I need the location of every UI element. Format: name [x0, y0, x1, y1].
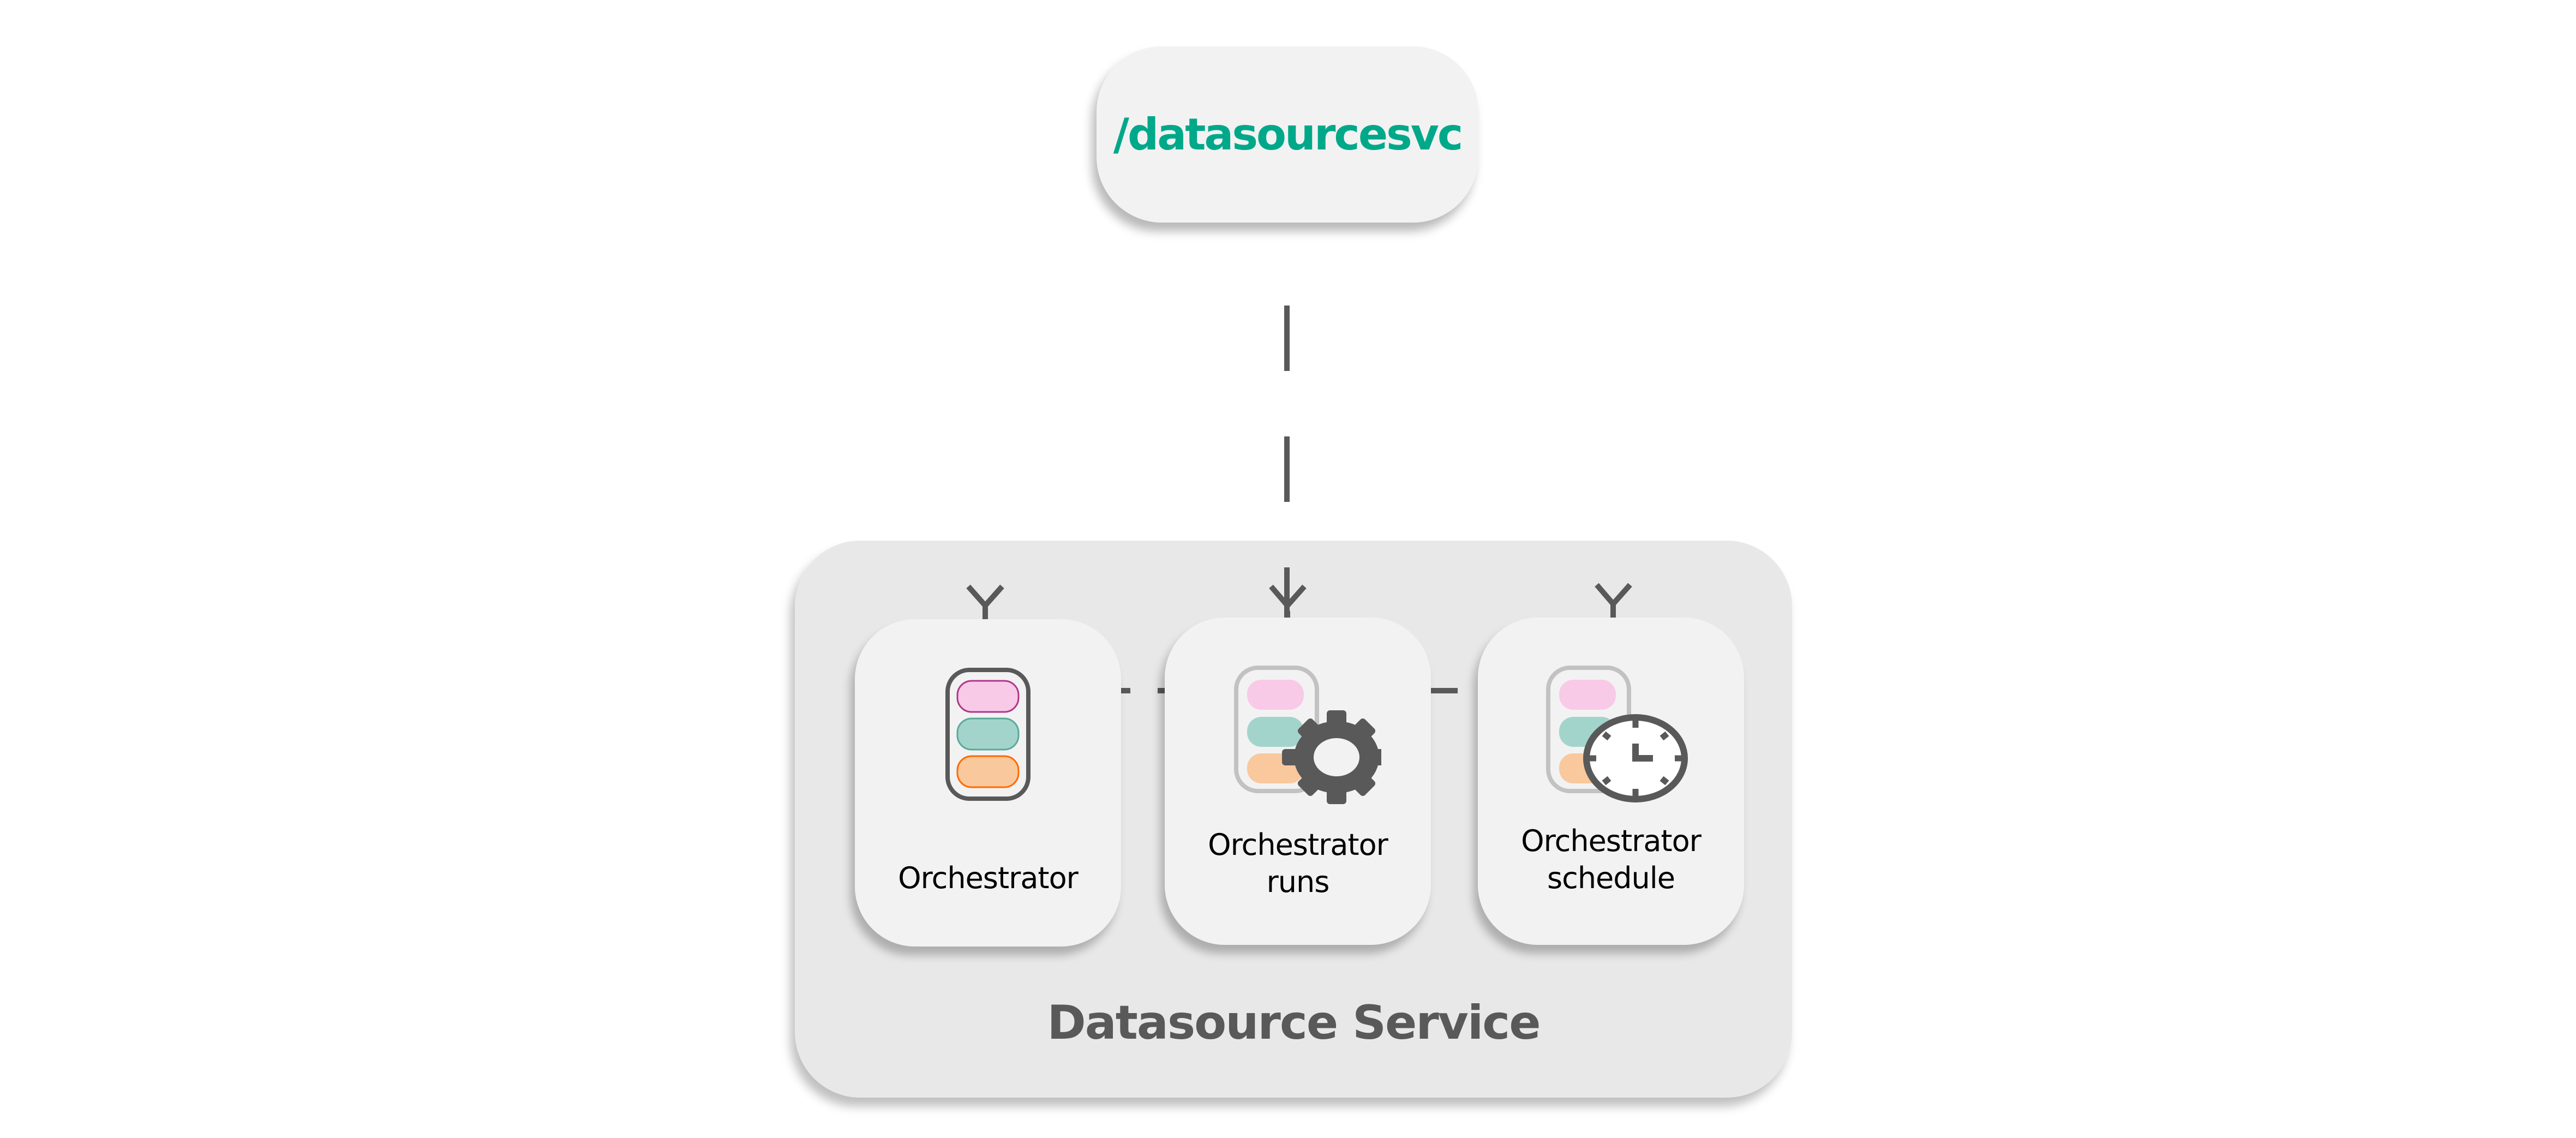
endpoint-label: /datasourcesvc: [1113, 109, 1464, 160]
orchestrator-schedule-icon: [1546, 666, 1688, 802]
component-label-line2: runs: [1266, 865, 1330, 899]
component-label-line1: Orchestrator: [1208, 828, 1388, 862]
component-label-line2: schedule: [1547, 861, 1675, 895]
orchestrator-runs-icon: [1234, 666, 1381, 804]
component-card-orchestrator[interactable]: Orchestrator: [855, 619, 1121, 947]
component-label: Orchestrator: [898, 861, 1079, 895]
arrowhead-middle: [1269, 584, 1307, 610]
component-label-line1: Orchestrator: [1521, 824, 1702, 858]
arrowhead-left: [966, 584, 1004, 610]
clock-icon: [1583, 714, 1688, 802]
component-card-orchestrator-runs[interactable]: Orchestrator runs: [1165, 618, 1431, 945]
orchestrator-stack-icon: [945, 668, 1031, 801]
service-title: Datasource Service: [1047, 996, 1541, 1050]
arrowhead-right: [1595, 583, 1632, 608]
component-card-orchestrator-schedule[interactable]: Orchestrator schedule: [1478, 618, 1744, 945]
gear-icon: [1282, 710, 1381, 804]
endpoint-node: /datasourcesvc: [1097, 46, 1478, 223]
